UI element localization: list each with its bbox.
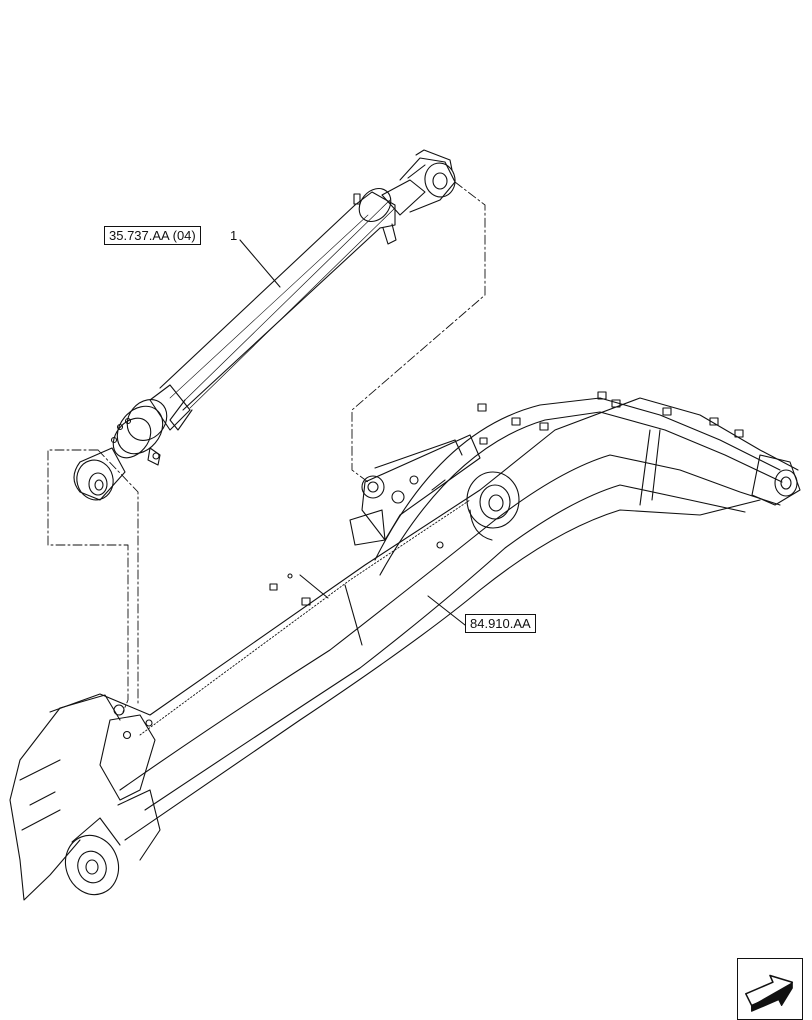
cylinder-leader-line [239,239,281,288]
boom-reference-label[interactable]: 84.910.AA [465,614,536,633]
assembly-guide-lines [47,181,486,713]
next-page-button[interactable] [737,958,803,1020]
next-page-arrow-icon [745,974,794,1012]
cylinder-reference-label[interactable]: 35.737.AA (04) [104,226,201,245]
boom-assembly [9,391,801,901]
hydraulic-cylinder[interactable] [72,149,457,504]
boom-leader-line [427,595,466,626]
cylinder-item-number: 1 [230,228,238,243]
